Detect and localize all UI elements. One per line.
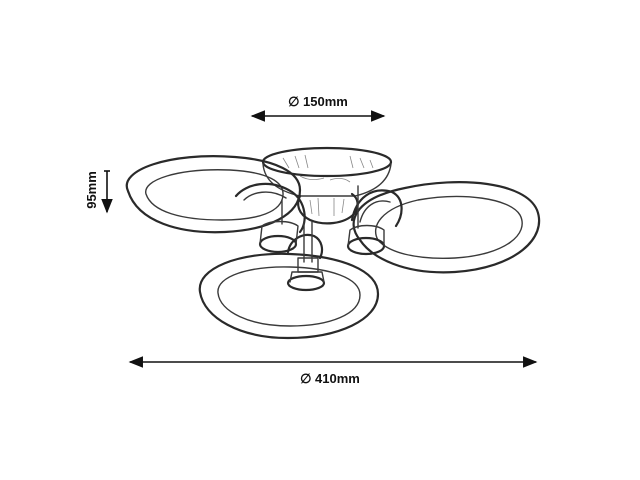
- lamp-illustration: [125, 146, 541, 340]
- front-mount: [286, 221, 326, 292]
- dimension-height: 95mm: [84, 170, 113, 214]
- height-label: 95mm: [84, 171, 99, 209]
- front-ring: [198, 252, 380, 340]
- right-ring: [352, 181, 541, 274]
- right-mount: [346, 185, 386, 256]
- top-diameter-label: ∅ 150mm: [288, 94, 348, 109]
- dimension-overall-diameter: ∅ 410mm: [128, 356, 538, 386]
- left-ring: [125, 155, 302, 234]
- dimension-top-diameter: ∅ 150mm: [250, 94, 386, 122]
- left-mount: [258, 199, 299, 254]
- overall-diameter-label: ∅ 410mm: [300, 371, 360, 386]
- central-hub: [297, 192, 359, 225]
